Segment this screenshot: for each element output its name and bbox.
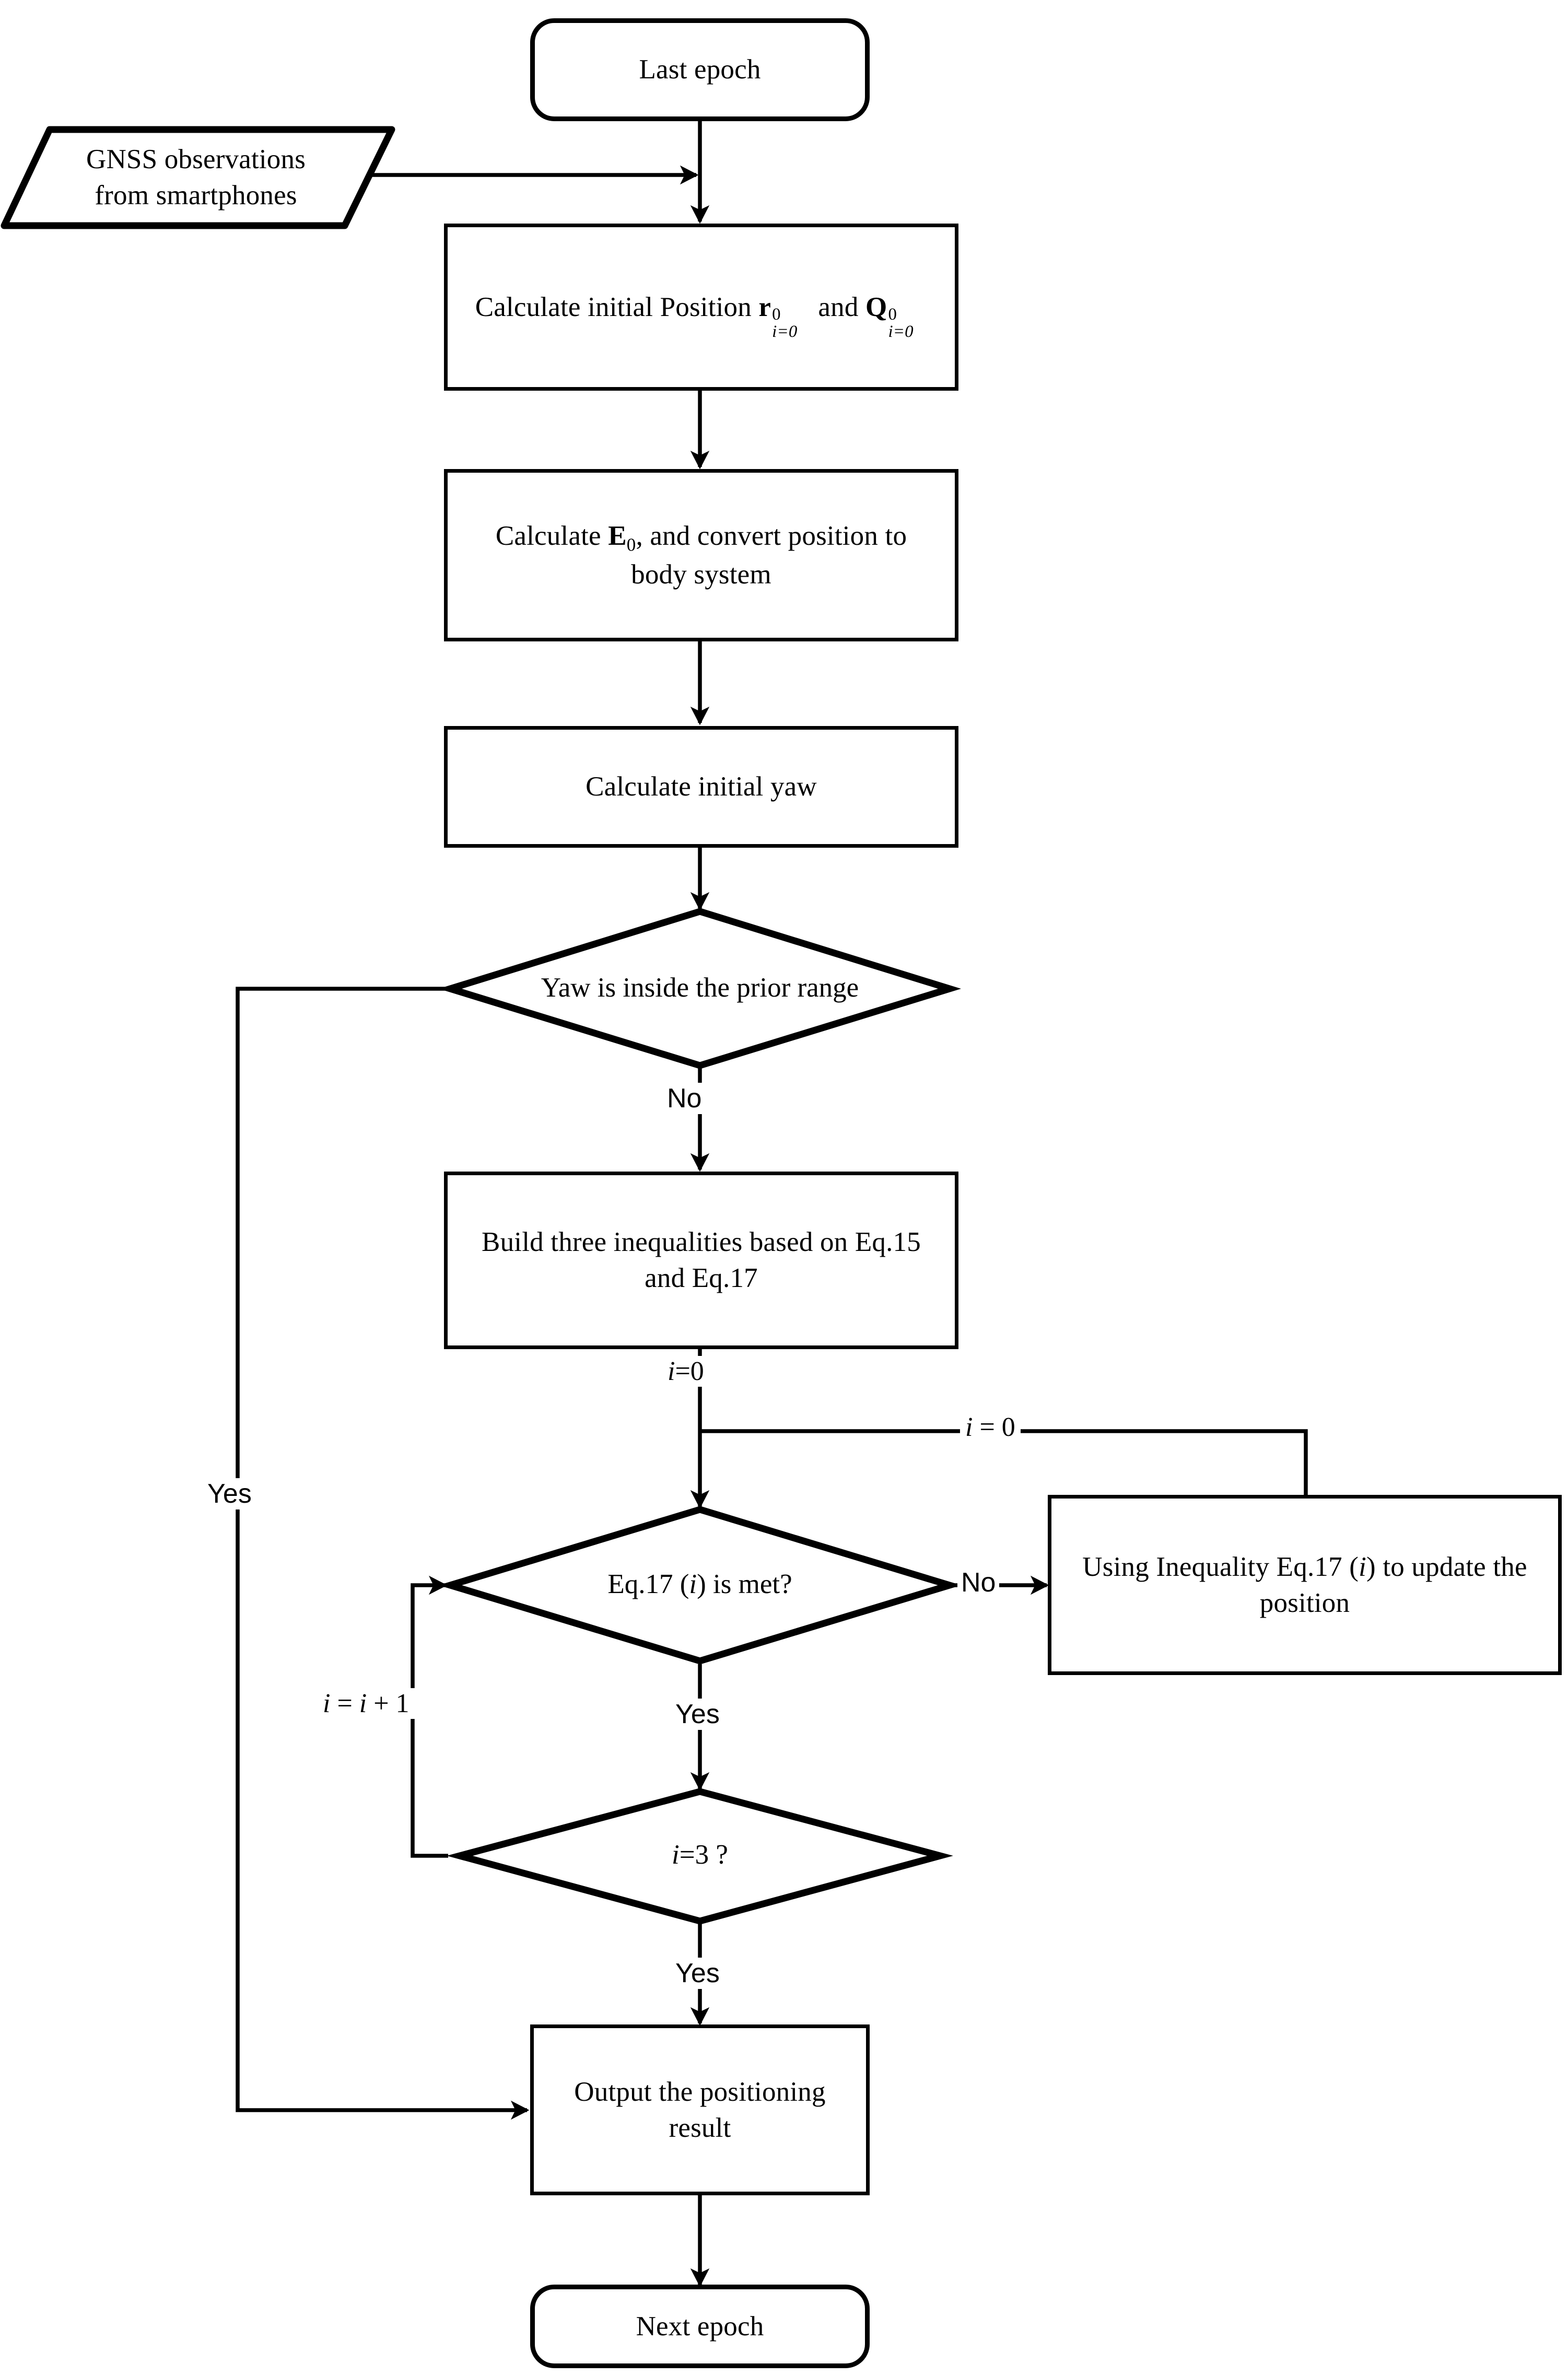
calculate-e0-label: Calculate E0, and convert position to bo… xyxy=(463,518,940,593)
node-build-three-inequalities[interactable]: Build three inequalities based on Eq.15 … xyxy=(444,1172,958,1349)
calce0-symbol-e: E xyxy=(608,520,627,551)
calculate-initial-yaw-label: Calculate initial yaw xyxy=(586,771,817,802)
decision-yaw-label: Yaw is inside the prior range xyxy=(541,973,859,1003)
eq17-text-after: ) is met? xyxy=(697,1569,792,1599)
calce0-text-before: Calculate xyxy=(495,520,609,551)
next-epoch-label: Next epoch xyxy=(636,2311,764,2342)
edge-label-i3-yes: Yes xyxy=(672,1958,723,1989)
edge-label-i-init-below-build: i=0 xyxy=(662,1356,709,1387)
edge-label-yaw-yes: Yes xyxy=(204,1478,255,1509)
decision-i3-label: i=3 ? xyxy=(543,1839,857,1870)
decision-eq17-is-met xyxy=(438,1506,962,1665)
calce0-text-after: , and convert position to body system xyxy=(631,520,907,590)
node-calculate-e0[interactable]: Calculate E0, and convert position to bo… xyxy=(444,469,958,641)
eq17-text-before: Eq.17 ( xyxy=(607,1569,689,1599)
edge-label-i-increment: i = i + 1 xyxy=(318,1688,415,1719)
calce0-symbol-sub: 0 xyxy=(626,534,636,555)
node-calculate-initial-yaw[interactable]: Calculate initial yaw xyxy=(444,726,958,848)
last-epoch-label: Last epoch xyxy=(639,54,761,85)
edge-label-i-init-right: i = 0 xyxy=(960,1412,1021,1443)
calcpos-text-before: Calculate initial Position xyxy=(475,291,759,322)
decision-eq17-label: Eq.17 (i) is met? xyxy=(491,1569,909,1600)
parallelogram-gnss-observations xyxy=(1,126,395,229)
node-next-epoch[interactable]: Next epoch xyxy=(530,2285,870,2368)
using-inequality-label: Using Inequality Eq.17 (i) to update the… xyxy=(1051,1549,1558,1621)
output-positioning-result-label: Output the positioning result xyxy=(574,2076,826,2143)
node-output-positioning-result[interactable]: Output the positioning result xyxy=(530,2024,870,2195)
edge-update-to-spine-iinit xyxy=(700,1429,1308,1495)
calcpos-text-between: and xyxy=(811,291,866,322)
update-symbol-i: i xyxy=(1359,1551,1367,1582)
edge-label-eq17-yes: Yes xyxy=(672,1699,723,1730)
gnss-observations-line2: from smartphones xyxy=(95,180,297,210)
decision-i-equals-3 xyxy=(447,1788,953,1925)
gnss-observations-line1: GNSS observations xyxy=(86,144,306,175)
i3-text-after: =3 ? xyxy=(679,1840,728,1870)
build-three-inequalities-label: Build three inequalities based on Eq.15 … xyxy=(482,1227,921,1293)
decision-yaw-inside-prior-range xyxy=(438,908,962,1069)
node-gnss-observations[interactable]: GNSS observations from smartphones xyxy=(31,133,360,222)
edge-label-eq17-no: No xyxy=(957,1567,1000,1598)
eq17-symbol-i: i xyxy=(689,1569,697,1599)
update-text-after: ) to update the position xyxy=(1259,1551,1527,1618)
gnss-observations-label: GNSS observations from smartphones xyxy=(78,142,314,214)
edge-yawcheck-yes-to-output xyxy=(236,987,530,2120)
node-last-epoch[interactable]: Last epoch xyxy=(530,18,870,121)
edge-label-yaw-no: No xyxy=(663,1083,706,1114)
calcpos-symbol-r: r xyxy=(758,291,771,322)
edge-i3check-loop-to-eq17check xyxy=(411,1575,448,1858)
calcpos-symbol-q: Q xyxy=(865,291,887,322)
update-text-before: Using Inequality Eq.17 ( xyxy=(1082,1551,1359,1582)
i3-symbol-i: i xyxy=(672,1840,680,1870)
node-using-inequality-update-position[interactable]: Using Inequality Eq.17 (i) to update the… xyxy=(1048,1495,1562,1675)
